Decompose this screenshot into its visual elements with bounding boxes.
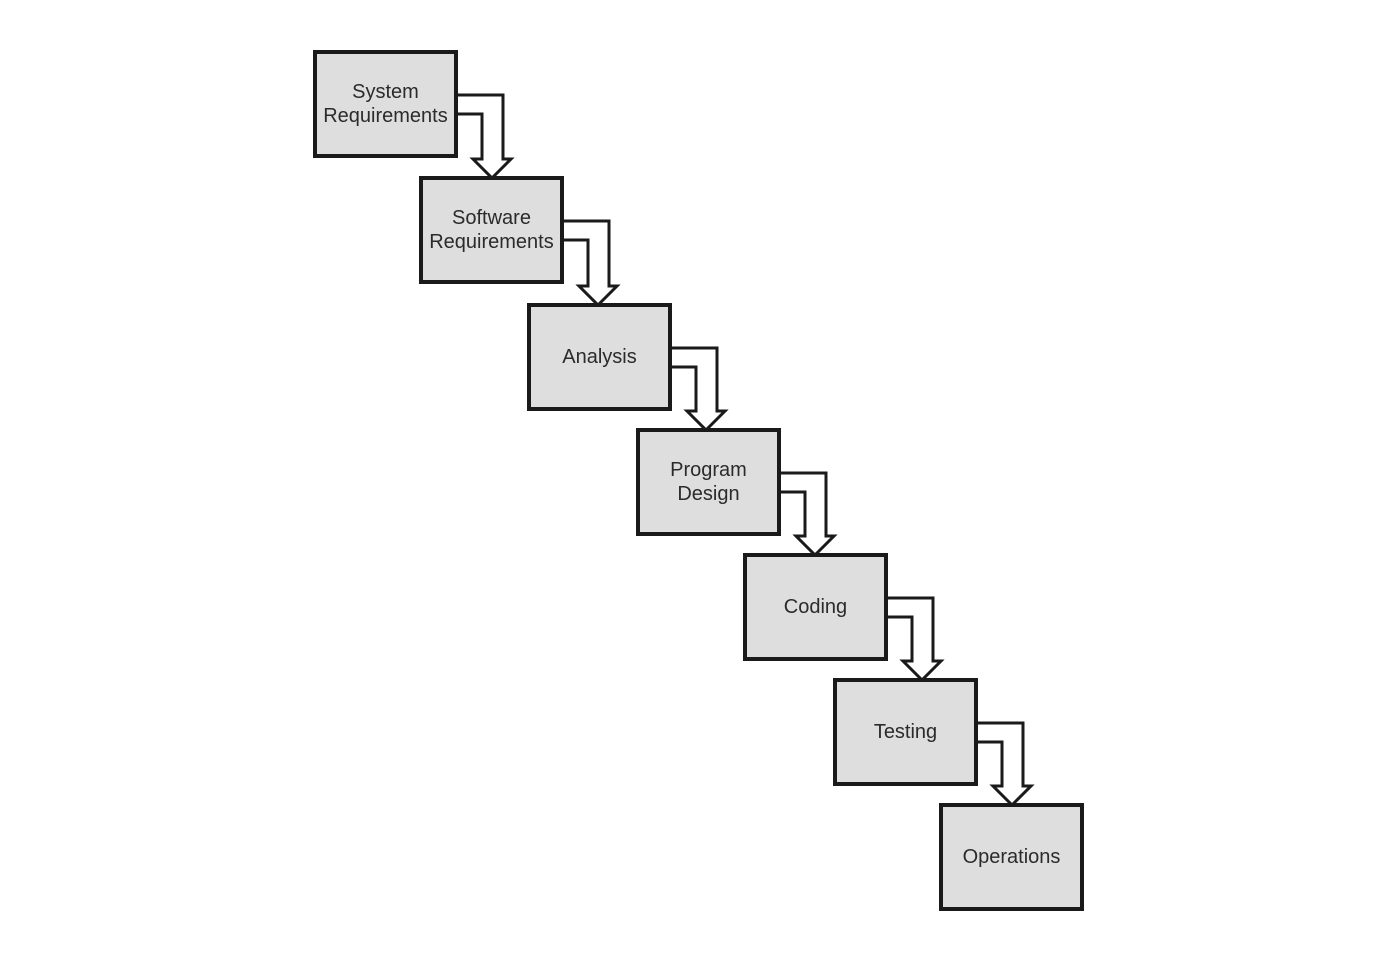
- flow-arrow-icon: [663, 346, 729, 433]
- step-box-program-design: Program Design: [636, 428, 781, 536]
- step-box-coding: Coding: [743, 553, 888, 661]
- step-label: System Requirements: [323, 81, 448, 127]
- step-label: Software Requirements: [429, 207, 554, 253]
- step-label: Testing: [873, 721, 938, 743]
- flow-arrow-icon: [879, 596, 945, 683]
- step-box-software-requirements: Software Requirements: [419, 176, 564, 284]
- step-label: Coding: [783, 596, 848, 618]
- flow-arrow-icon: [772, 471, 838, 558]
- step-box-operations: Operations: [939, 803, 1084, 911]
- flow-arrow-icon: [969, 721, 1035, 808]
- step-box-system-requirements: System Requirements: [313, 50, 458, 158]
- step-label: Analysis: [562, 346, 637, 368]
- step-box-analysis: Analysis: [527, 303, 672, 411]
- flow-arrow-icon: [449, 93, 515, 181]
- flow-arrow-icon: [555, 219, 621, 308]
- step-box-testing: Testing: [833, 678, 978, 786]
- step-label: Operations: [962, 846, 1061, 868]
- step-label: Program Design: [670, 459, 747, 505]
